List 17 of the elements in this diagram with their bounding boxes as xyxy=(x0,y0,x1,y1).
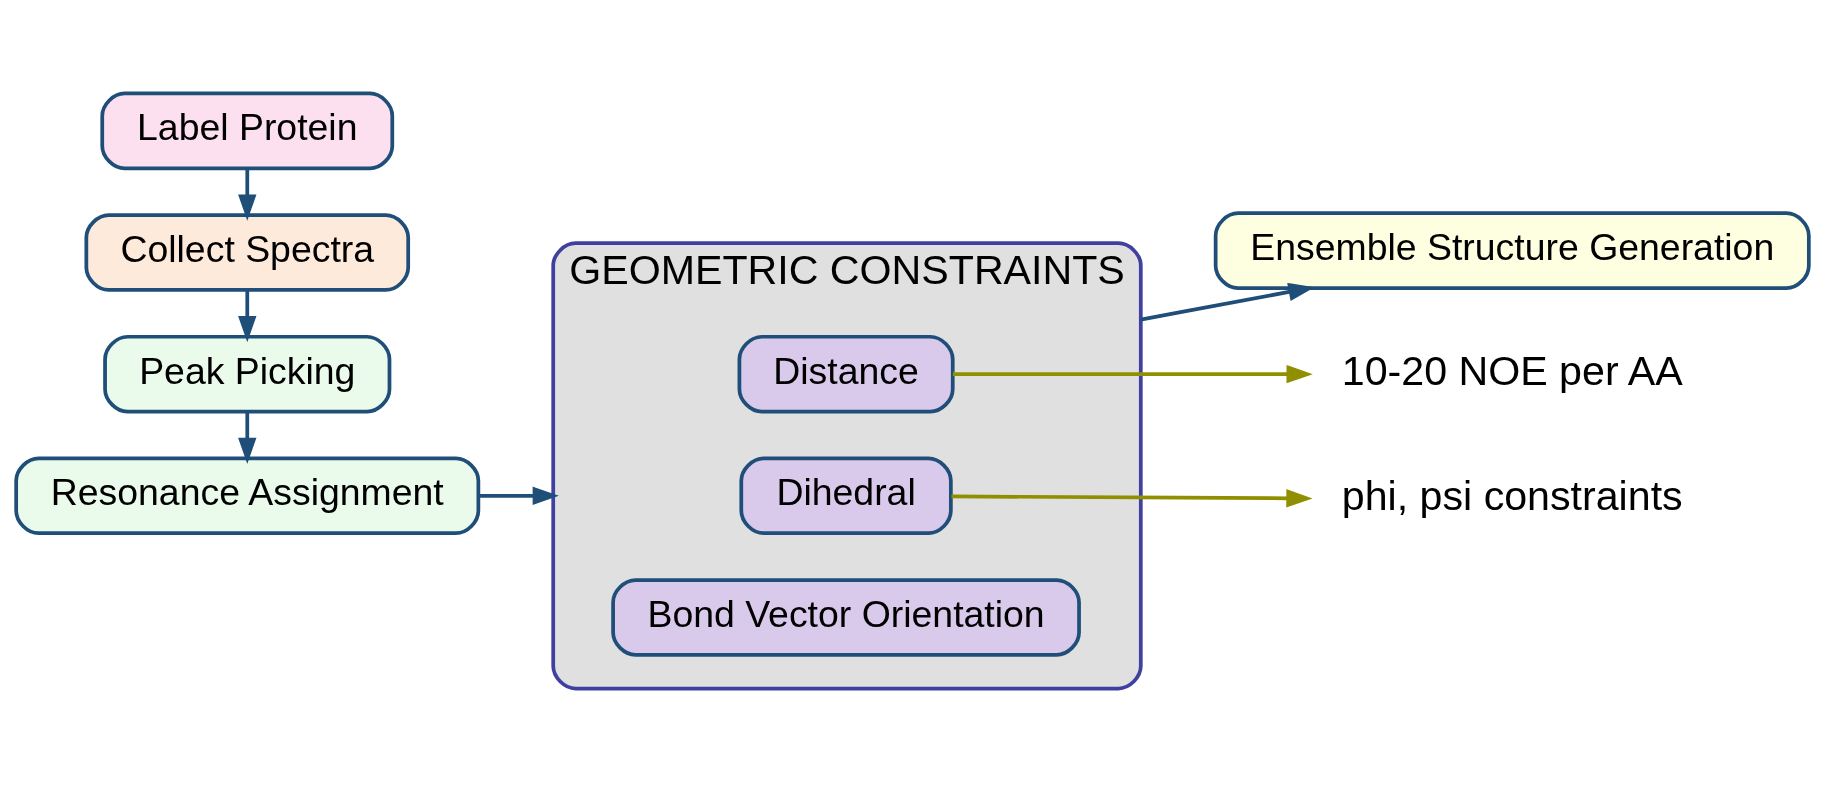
arrow xyxy=(238,290,257,343)
arrow xyxy=(238,411,257,464)
node-box: Collect Spectra xyxy=(84,213,411,292)
node-box: Dihedral xyxy=(739,456,953,536)
node-box: Label Protein xyxy=(100,91,395,171)
node-box: Peak Picking xyxy=(103,334,392,414)
arrow xyxy=(479,486,559,505)
arrow xyxy=(238,168,257,221)
arrow xyxy=(1140,282,1315,322)
node-box: Bond Vector Orientation xyxy=(611,578,1081,657)
node-box: Distance xyxy=(737,334,955,414)
node-box: Resonance Assignment xyxy=(14,456,481,536)
arrow xyxy=(951,489,1313,508)
arrow xyxy=(952,365,1313,384)
node-box: Ensemble Structure Generation xyxy=(1213,211,1811,290)
node-text: phi, psi constraints xyxy=(1341,473,1683,520)
node-text: 10-20 NOE per AA xyxy=(1341,347,1683,394)
